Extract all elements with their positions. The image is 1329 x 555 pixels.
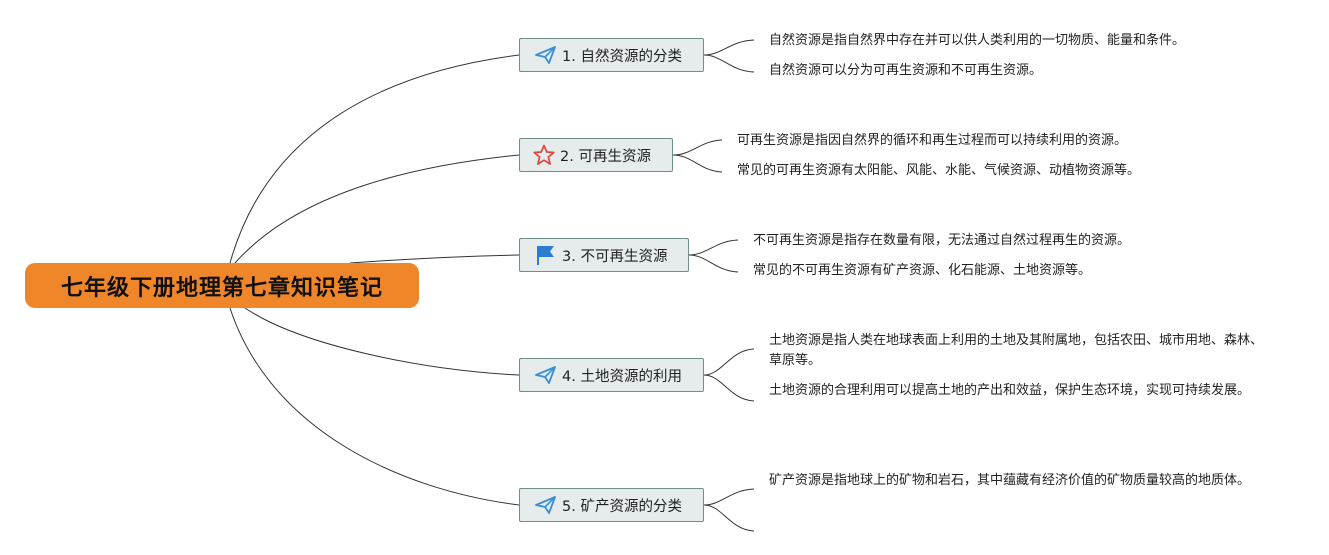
connector-root-topic-2 [234, 154, 520, 264]
note[interactable]: 常见的不可再生资源有矿产资源、化石能源、土地资源等。 [753, 263, 1092, 278]
note[interactable]: 自然资源可以分为可再生资源和不可再生资源。 [769, 63, 1043, 78]
topic-land-resource-use[interactable]: 4. 土地资源的利用 [519, 358, 704, 392]
connector-topic2-note2 [672, 154, 723, 173]
topic-mineral-resource-classification[interactable]: 5. 矿产资源的分类 [519, 488, 704, 522]
topic-label: 5. 矿产资源的分类 [562, 498, 682, 515]
connector-topic4-note1 [703, 348, 755, 376]
note[interactable]: 矿产资源是指地球上的矿物和岩石，其中蕴藏有经济价值的矿物质量较高的地质体。 [769, 473, 1251, 488]
topic-nonrenewable-resources[interactable]: 3. 不可再生资源 [519, 238, 689, 272]
note[interactable]: 常见的可再生资源有太阳能、风能、水能、气候资源、动植物资源等。 [737, 163, 1141, 178]
flag-icon [534, 244, 558, 266]
paper-plane-icon [534, 44, 558, 66]
note[interactable]: 土地资源的合理利用可以提高土地的产出和效益，保护生态环境，实现可持续发展。 [769, 383, 1251, 398]
topic-natural-resource-classification[interactable]: 1. 自然资源的分类 [519, 38, 704, 72]
connector-root-topic-4 [244, 307, 520, 376]
topic-label: 4. 土地资源的利用 [562, 368, 682, 385]
topic-label: 2. 可再生资源 [560, 148, 651, 165]
topic-label: 1. 自然资源的分类 [562, 48, 682, 65]
root-topic[interactable]: 七年级下册地理第七章知识笔记 [25, 263, 419, 308]
connector-topic1-note2 [703, 54, 755, 73]
topic-label: 3. 不可再生资源 [562, 248, 668, 265]
topic-renewable-resources[interactable]: 2. 可再生资源 [519, 138, 673, 172]
connector-topic2-note1 [672, 139, 723, 156]
connector-topic5-note1 [703, 488, 755, 506]
note[interactable]: 可再生资源是指因自然界的循环和再生过程而可以持续利用的资源。 [737, 133, 1128, 148]
connector-topic1-note1 [703, 39, 755, 56]
star-icon [532, 144, 556, 166]
connector-root-topic-1 [229, 54, 520, 264]
paper-plane-icon [534, 364, 558, 386]
connector-topic4-note2 [703, 374, 755, 402]
connector-topic3-note2 [688, 254, 739, 273]
note[interactable]: 不可再生资源是指存在数量有限，无法通过自然过程再生的资源。 [753, 233, 1131, 248]
paper-plane-icon [534, 494, 558, 516]
connector-topic3-note1 [688, 239, 739, 256]
connector-root-topic-3 [349, 254, 520, 264]
connector-root-topic-5 [229, 307, 520, 506]
connector-topic5-note2 [703, 504, 755, 532]
note[interactable]: 自然资源是指自然界中存在并可以供人类利用的一切物质、能量和条件。 [769, 33, 1186, 48]
note[interactable]: 土地资源是指人类在地球表面上利用的土地及其附属地，包括农田、城市用地、森林、草原… [769, 333, 1264, 368]
